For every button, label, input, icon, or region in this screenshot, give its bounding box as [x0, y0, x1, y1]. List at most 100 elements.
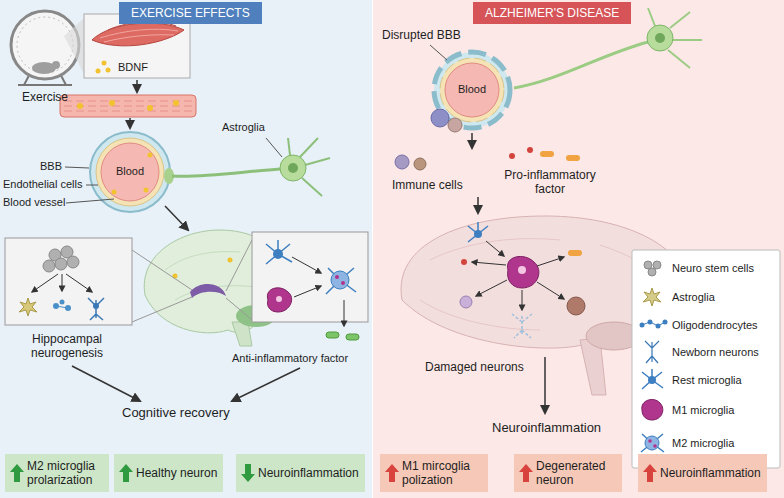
- summary-box: M1 mircoglia polization: [380, 454, 488, 492]
- inset-leader: [226, 298, 252, 320]
- flow-arrow: [72, 366, 140, 401]
- left-panel: [0, 0, 372, 498]
- figure-label: Astroglia: [222, 121, 265, 134]
- endothelial-ring: [96, 138, 164, 206]
- flow-arrow: [476, 280, 507, 296]
- trend-arrow: [643, 464, 657, 482]
- trend-arrow-shape: [241, 464, 255, 482]
- cell-nucleus: [655, 33, 665, 43]
- node-text: Healthy neuron: [136, 466, 217, 480]
- pro-inflammatory-dot: [509, 153, 515, 159]
- legend-entry: Oligodendrocytes: [672, 318, 758, 332]
- right-panel: [373, 0, 784, 498]
- cell-body: [280, 155, 306, 181]
- summary-box: Neuroinflammation: [236, 454, 365, 492]
- cell-process: [288, 138, 290, 155]
- legend-m2-microglia: [653, 444, 657, 448]
- legend-stem-cell: [648, 268, 656, 276]
- cell-process: [300, 138, 318, 157]
- node-text: Neuroinflammation: [258, 466, 359, 480]
- m2-microglia-icon: [335, 275, 339, 279]
- rest-microglia-icon: [273, 249, 283, 259]
- rest-microglia-icon: [468, 222, 488, 242]
- cell-body: [647, 25, 673, 51]
- legend-entry: M1 microglia: [672, 403, 734, 417]
- legend-oligodendrocyte: [648, 320, 653, 325]
- flow-arrow: [294, 286, 321, 297]
- legend-rest-microglia: [642, 369, 663, 389]
- pro-inflammatory-pill: [540, 151, 554, 157]
- rest-microglia-icon: [266, 240, 292, 264]
- figure-label: Blood: [454, 83, 490, 96]
- figure-label: Exercise: [22, 90, 68, 104]
- vessel-stripe: [64, 111, 192, 112]
- legend-oligodendrocyte: [656, 324, 661, 329]
- legend-m2-microglia: [641, 434, 664, 452]
- legend-m2-microglia: [648, 439, 652, 443]
- legend-entry: Neuro stem cells: [672, 261, 754, 275]
- vessel-stripe: [64, 101, 192, 102]
- figure-label: Endothelial cells: [3, 178, 83, 191]
- bdnf-dot: [106, 68, 111, 73]
- flow-arrow: [486, 241, 504, 256]
- inset-leader: [132, 297, 192, 322]
- flow-arrow: [292, 257, 321, 273]
- node-text: M1 mircoglia polization: [402, 459, 482, 487]
- legend-entry: Astroglia: [672, 290, 715, 304]
- leader-line: [266, 138, 282, 157]
- flow-arrow: [129, 118, 131, 128]
- trend-arrow-shape: [119, 464, 133, 482]
- damaged-neuron-icon: [512, 314, 532, 338]
- legend-oligodendrocyte: [640, 323, 645, 328]
- bdnf-dot: [96, 69, 101, 74]
- legend-oligodendrocyte: [642, 322, 665, 326]
- muscle-fibre: [100, 29, 178, 38]
- inset-frame: [252, 232, 368, 322]
- cell-process: [172, 169, 280, 176]
- trend-arrow-shape: [10, 464, 24, 482]
- figure-label: Damaged neurons: [425, 360, 524, 374]
- node-text: Degenerated neuron: [536, 459, 616, 487]
- blood-lumen: [101, 143, 159, 201]
- flow-arrow: [537, 257, 564, 266]
- figure-label: Anti-inflammatory factor: [232, 352, 348, 365]
- blood-lumen: [445, 63, 499, 117]
- pro-inflammatory-dot: [527, 147, 533, 153]
- legend-text: Neuro stem cells: [672, 261, 754, 275]
- inset-leader: [132, 250, 192, 290]
- legend-text: Astroglia: [672, 290, 715, 304]
- flow-arrow: [477, 197, 479, 213]
- legend-rest-microglia: [648, 376, 656, 384]
- leader-line: [86, 185, 98, 186]
- immune-cell: [448, 118, 462, 132]
- vessel-wall: [60, 95, 196, 117]
- stem-cell: [67, 256, 79, 268]
- disrupted-bbb: [430, 45, 510, 132]
- trend-arrow-shape: [385, 464, 399, 482]
- cell-nucleus: [288, 163, 298, 173]
- legend-oligodendrocyte: [663, 320, 668, 325]
- flow-arrow: [62, 274, 63, 291]
- figure-label: Neuroinflammation: [492, 420, 601, 436]
- node-text: EXERCISE EFFECTS: [131, 5, 250, 21]
- figure-label: Pro-inflammatory factor: [495, 168, 605, 197]
- bdnf-dot: [144, 188, 149, 193]
- flow-arrow: [32, 274, 58, 292]
- node-text: Neuroinflammation: [660, 466, 761, 480]
- pro-inflammatory-pill: [568, 250, 582, 256]
- leader-line: [430, 45, 447, 60]
- legend-entry: M2 microglia: [672, 436, 734, 450]
- legend-text: M1 microglia: [672, 403, 734, 417]
- bdnf-dot: [112, 190, 117, 195]
- panel-header: EXERCISE EFFECTS: [119, 2, 262, 24]
- dendrite: [648, 8, 702, 68]
- summary-box: Neuroinflammation: [638, 454, 767, 492]
- trend-arrow-shape: [519, 464, 533, 482]
- figure-label: Immune cells: [392, 178, 463, 192]
- vessel-stripe: [64, 106, 192, 107]
- figure-label: BBB: [40, 160, 62, 173]
- legend-frame: [632, 250, 780, 468]
- bbb-cross-section: [65, 132, 174, 212]
- figure-label: BDNF: [118, 61, 148, 74]
